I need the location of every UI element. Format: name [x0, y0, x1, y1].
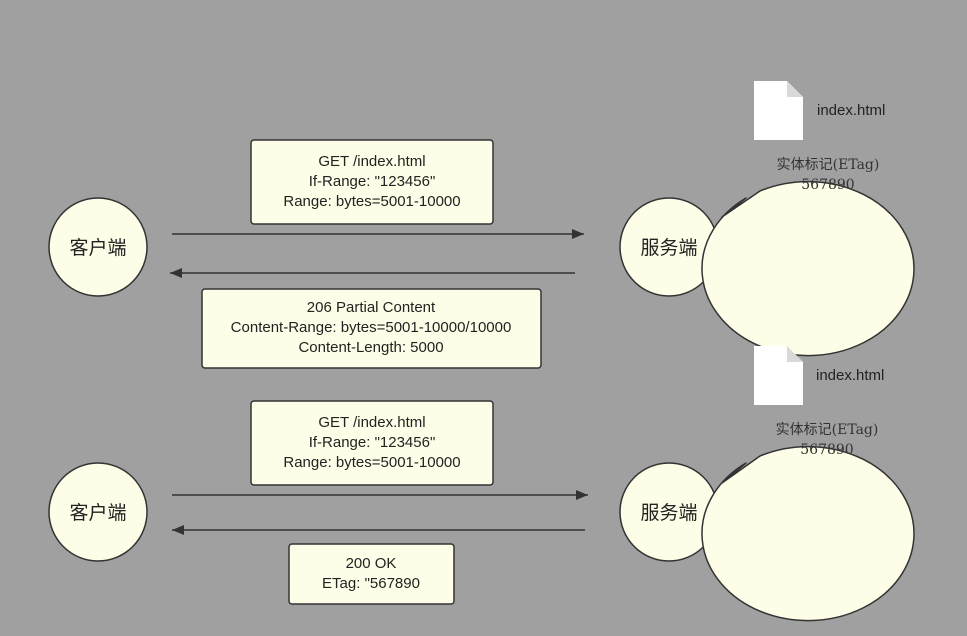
response-line-3: Content-Length: 5000	[298, 339, 443, 356]
bubble-filename: index.html	[816, 367, 884, 384]
response-box: 206 Partial Content Content-Range: bytes…	[201, 288, 542, 369]
client-node: 客户端	[48, 197, 148, 297]
client-node: 客户端	[48, 462, 148, 562]
server-label: 服务端	[640, 237, 697, 259]
bubble-shape	[701, 180, 915, 357]
client-label: 客户端	[69, 502, 126, 524]
request-line-1: GET /index.html	[318, 414, 425, 431]
request-box: GET /index.html If-Range: "123456" Range…	[250, 400, 494, 486]
bubble-etag-value: 567890	[800, 442, 853, 458]
bubble-etag-label: 实体标记(ETag)	[777, 157, 880, 173]
scenario-1: 客户端 服务端 GET /index.html If-Range: "12345…	[48, 81, 915, 369]
response-line-2: Content-Range: bytes=5001-10000/10000	[231, 319, 512, 336]
response-box: 200 OK ETag: "567890	[288, 543, 455, 605]
server-label: 服务端	[640, 502, 697, 524]
request-line-2: If-Range: "123456"	[309, 173, 436, 190]
response-line-2: ETag: "567890	[322, 575, 420, 592]
request-box-rect	[250, 139, 494, 225]
bubble-etag-value: 567890	[801, 177, 854, 193]
response-box-rect	[288, 543, 455, 605]
server-node: 服务端	[619, 462, 719, 562]
response-line-1: 206 Partial Content	[307, 299, 436, 316]
response-line-1: 200 OK	[346, 555, 397, 572]
request-line-3: Range: bytes=5001-10000	[283, 193, 460, 210]
scenario-2: 客户端 服务端 GET /index.html If-Range: "12345…	[48, 346, 915, 622]
file-icon	[754, 81, 803, 140]
client-circle	[48, 197, 148, 297]
request-line-3: Range: bytes=5001-10000	[283, 454, 460, 471]
bubble-shape	[701, 445, 915, 622]
request-box: GET /index.html If-Range: "123456" Range…	[250, 139, 494, 225]
server-bubble: index.html 实体标记(ETag) 567890	[701, 346, 915, 622]
request-box-rect	[250, 400, 494, 486]
file-icon	[754, 346, 803, 405]
request-line-1: GET /index.html	[318, 153, 425, 170]
response-box-rect	[201, 288, 542, 369]
request-line-2: If-Range: "123456"	[309, 434, 436, 451]
server-bubble: index.html 实体标记(ETag) 567890	[701, 81, 915, 357]
client-label: 客户端	[69, 237, 126, 259]
client-circle	[48, 462, 148, 562]
bubble-filename: index.html	[817, 102, 885, 119]
bubble-etag-label: 实体标记(ETag)	[776, 422, 879, 438]
